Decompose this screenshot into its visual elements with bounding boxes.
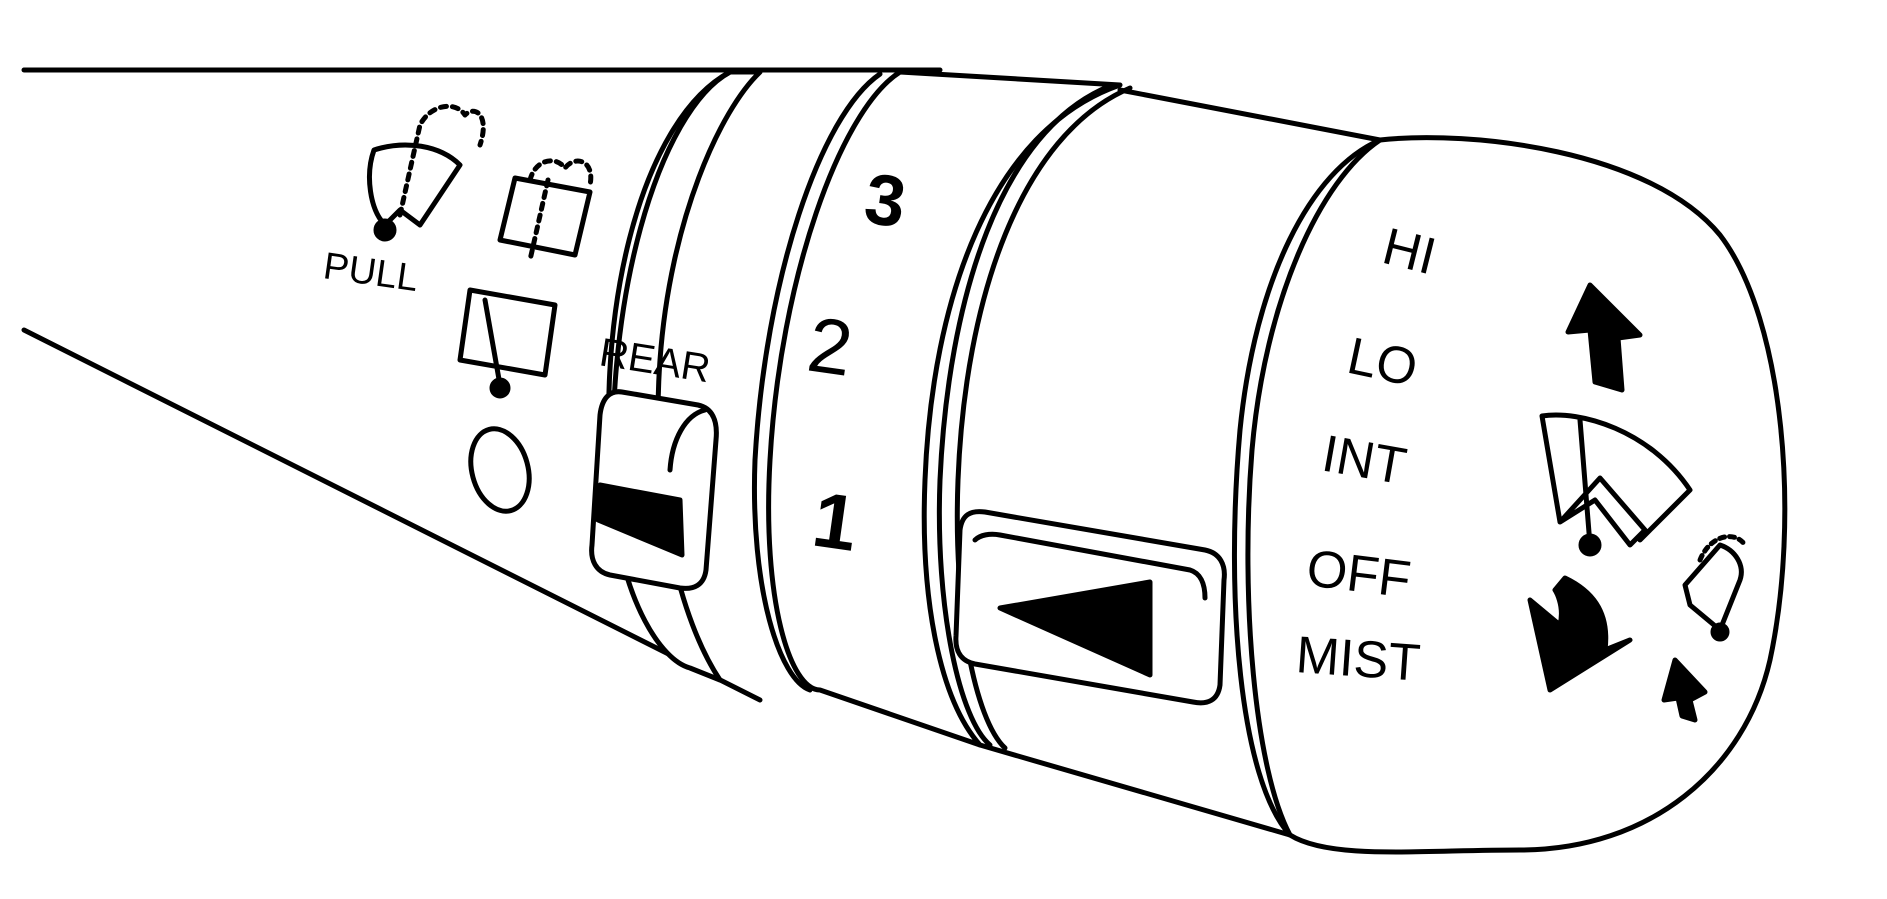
speed-ring-right-edge-2 [954,85,1133,751]
main-barrel [977,87,1383,838]
off-label[interactable]: OFF [1304,539,1414,609]
rear-wiper-icon [457,287,558,378]
mist-label[interactable]: MIST [1294,626,1422,693]
rear-wiper-arm [482,297,503,388]
pull-washer-pivot [373,218,397,242]
mist-arrow-icon [1661,657,1708,723]
rear-washer-icon [497,175,593,258]
pull-washer-icon [367,142,463,228]
front-wiper-icon [1539,412,1693,548]
stalk-bottom-edge [21,327,763,703]
pull-label: PULL [321,245,421,300]
mist-pivot [1710,622,1730,642]
rear-knob-window [589,389,719,591]
rear-knob-curve [667,407,708,473]
mist-icon [1682,542,1744,633]
end-cap [1231,135,1788,855]
up-arrow-icon [1565,282,1643,393]
pull-washer-dashes [397,103,486,218]
speed-slider-arrow[interactable] [997,579,1153,678]
rear-wiper-pivot [489,377,511,399]
end-cap-seam [1245,137,1383,838]
speed-slider-inner [972,531,1208,601]
speed-ring-right-edge [936,83,1113,748]
rear-washer-dashes [527,158,594,263]
rear-knob-fill[interactable] [595,482,685,558]
mist-icon-dashes [1697,534,1748,563]
down-arrow-icon [1527,575,1633,693]
front-wiper-arm [1577,417,1593,548]
int-label[interactable]: INT [1318,425,1411,497]
lo-label[interactable]: LO [1343,327,1423,398]
rear-off-icon [468,426,532,514]
speed-ring-left-edge [751,71,883,693]
